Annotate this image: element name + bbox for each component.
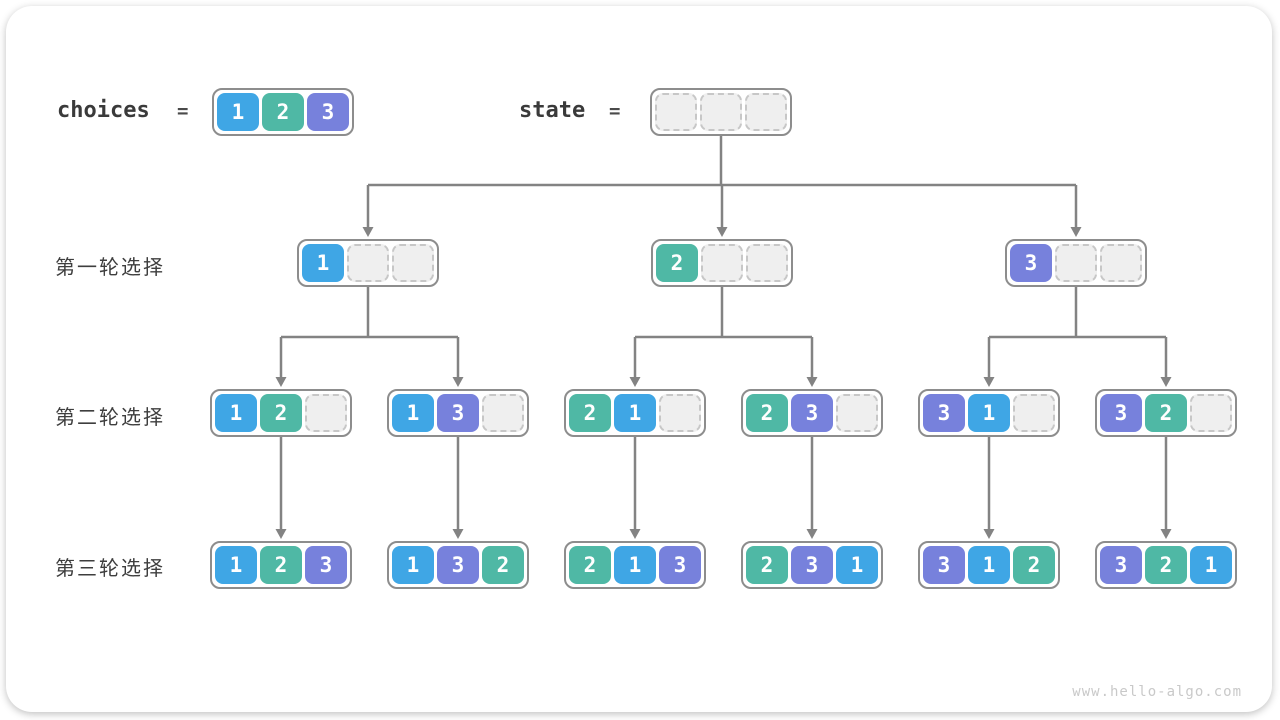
cell-empty (305, 394, 347, 432)
cell-value-3: 3 (305, 546, 347, 584)
cell-empty (836, 394, 878, 432)
cell-value-2: 2 (1145, 546, 1187, 584)
cell-value-1: 1 (968, 394, 1010, 432)
cell-value-2: 2 (260, 546, 302, 584)
cell-value-2: 2 (1013, 546, 1055, 584)
cell-empty (701, 244, 743, 282)
cell-empty (347, 244, 389, 282)
cell-value-3: 3 (659, 546, 701, 584)
cell-value-2: 2 (482, 546, 524, 584)
watermark: www.hello-algo.com (1072, 684, 1242, 700)
cell-value-1: 1 (302, 244, 344, 282)
cell-value-2: 2 (569, 394, 611, 432)
cell-value-2: 2 (656, 244, 698, 282)
round-1-label: 第一轮选择 (55, 257, 165, 279)
cell-value-2: 2 (1145, 394, 1187, 432)
cell-value-2: 2 (260, 394, 302, 432)
cell-value-3: 3 (923, 546, 965, 584)
state-label: state (519, 98, 586, 123)
state-node-r1-1: 1 (297, 239, 439, 287)
cell-value-3: 3 (1100, 394, 1142, 432)
cell-value-3: 3 (791, 546, 833, 584)
round-2-label: 第二轮选择 (55, 407, 165, 429)
cell-value-1: 1 (392, 546, 434, 584)
cell-value-3: 3 (437, 546, 479, 584)
state-node-r1-3: 3 (1005, 239, 1147, 287)
cell-value-1: 1 (614, 546, 656, 584)
cell-empty (1100, 244, 1142, 282)
cell-value-3: 3 (791, 394, 833, 432)
cell-value-2: 2 (746, 546, 788, 584)
cell-value-1: 1 (215, 394, 257, 432)
state-array (650, 88, 792, 136)
cell-value-2: 2 (746, 394, 788, 432)
cell-empty (700, 93, 742, 131)
choices-label: choices (57, 98, 150, 123)
cell-value-3: 3 (923, 394, 965, 432)
cell-empty (1055, 244, 1097, 282)
cell-empty (392, 244, 434, 282)
cell-empty (746, 244, 788, 282)
cell-value-1: 1 (836, 546, 878, 584)
cell-value-1: 1 (215, 546, 257, 584)
cell-empty (1013, 394, 1055, 432)
choices-equals-sign: = (177, 100, 189, 122)
cell-value-1: 1 (968, 546, 1010, 584)
cell-empty (745, 93, 787, 131)
cell-value-2: 2 (569, 546, 611, 584)
diagram-card (6, 6, 1272, 712)
cell-value-2: 2 (262, 93, 304, 131)
state-node-r1-2: 2 (651, 239, 793, 287)
state-equals-sign: = (609, 100, 621, 122)
round-3-label: 第三轮选择 (55, 558, 165, 580)
cell-value-3: 3 (437, 394, 479, 432)
cell-empty (482, 394, 524, 432)
cell-empty (1190, 394, 1232, 432)
cell-value-3: 3 (307, 93, 349, 131)
cell-value-3: 3 (1100, 546, 1142, 584)
cell-value-1: 1 (392, 394, 434, 432)
cell-empty (659, 394, 701, 432)
cell-empty (655, 93, 697, 131)
cell-value-3: 3 (1010, 244, 1052, 282)
cell-value-1: 1 (614, 394, 656, 432)
cell-value-1: 1 (1190, 546, 1232, 584)
cell-value-1: 1 (217, 93, 259, 131)
